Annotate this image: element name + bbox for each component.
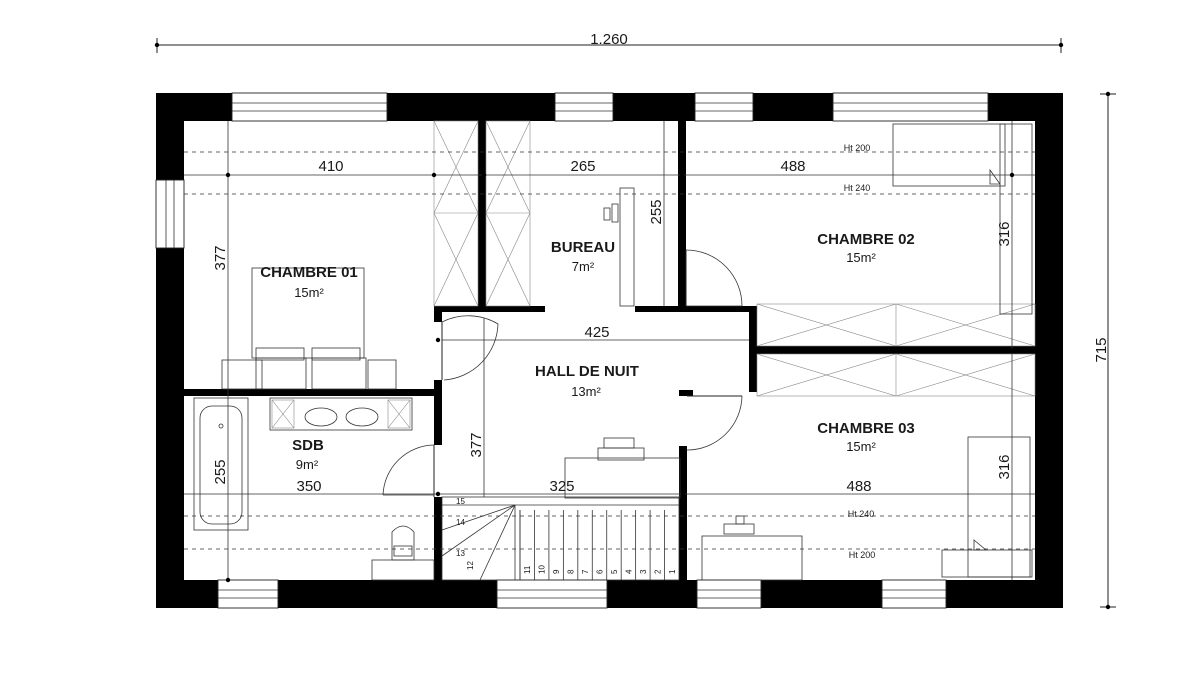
wardrobe-chambre02 <box>756 303 1036 347</box>
windows <box>155 92 989 609</box>
toilet <box>371 525 435 581</box>
stair-step-number: 7 <box>581 569 590 574</box>
room-chambre01: CHAMBRE 01 15m² <box>260 264 358 300</box>
room-hall: HALL DE NUIT 13m² <box>535 363 639 399</box>
room-area: 15m² <box>294 285 324 300</box>
overall-width-dimension: 1.260 <box>154 31 1064 53</box>
ht-top-240: Ht 240 <box>844 183 871 193</box>
dim-chambre01-depth: 377 <box>212 245 229 270</box>
wardrobe-chambre03 <box>756 353 1036 397</box>
doors <box>382 249 743 497</box>
stair-winder <box>441 504 516 531</box>
room-chambre02: CHAMBRE 02 15m² <box>817 231 915 265</box>
dim-bureau-depth: 255 <box>648 199 665 224</box>
stair-step-number: 4 <box>624 569 633 574</box>
overall-depth-dimension: 715 <box>1093 91 1116 610</box>
stair-step-number: 6 <box>596 569 605 574</box>
stair-step-number: 10 <box>538 565 547 574</box>
overall-depth-label: 715 <box>1093 337 1110 362</box>
desk-chambre03 <box>701 515 803 581</box>
stair-step-number: 5 <box>610 569 619 574</box>
desk-hall <box>564 437 681 499</box>
stair-winder <box>479 504 516 581</box>
dim-top-left: 410 <box>318 158 343 175</box>
stair-step-number: 9 <box>552 569 561 574</box>
room-area: 9m² <box>296 457 319 472</box>
room-area: 13m² <box>571 384 601 399</box>
room-name: CHAMBRE 02 <box>817 231 915 248</box>
dim-bottom-left: 350 <box>296 478 321 495</box>
stair-step-number: 11 <box>523 565 532 574</box>
dim-hall-width: 425 <box>584 324 609 341</box>
dim-top-right: 488 <box>780 158 805 175</box>
stair-step-number: 13 <box>456 549 465 558</box>
bed-chambre01 <box>221 267 397 390</box>
door-openings <box>434 250 746 497</box>
room-sdb: SDB 9m² <box>292 437 324 472</box>
room-bureau: BUREAU 7m² <box>551 239 615 274</box>
room-chambre03: CHAMBRE 03 15m² <box>817 420 915 454</box>
stair-step-number: 3 <box>639 569 648 574</box>
dimension-labels: 410 265 488 377 255 316 425 377 255 350 … <box>212 158 1013 495</box>
staircase <box>441 496 680 581</box>
stair-winder <box>441 504 516 557</box>
room-name: SDB <box>292 437 324 454</box>
ceiling-height-labels: Ht 200 Ht 240 Ht 240 Ht 200 <box>844 143 876 560</box>
dim-chambre02-depth: 316 <box>996 221 1013 246</box>
dim-sdb-depth: 255 <box>212 459 229 484</box>
dim-hall-depth: 377 <box>468 432 485 457</box>
wardrobe-bureau <box>485 120 531 307</box>
bed-chambre03 <box>941 436 1033 578</box>
room-area: 15m² <box>846 250 876 265</box>
room-name: BUREAU <box>551 239 615 256</box>
stair-step-number: 14 <box>456 518 465 527</box>
room-area: 15m² <box>846 439 876 454</box>
bathtub <box>193 397 249 531</box>
room-name: CHAMBRE 01 <box>260 264 358 281</box>
dimension-lines <box>184 121 1035 583</box>
room-name: HALL DE NUIT <box>535 363 639 380</box>
stair-step-number: 1 <box>668 569 677 574</box>
bed-chambre02 <box>892 123 1033 315</box>
dim-top-mid: 265 <box>570 158 595 175</box>
dim-bottom-right: 488 <box>846 478 871 495</box>
ht-bottom-240: Ht 240 <box>848 509 875 519</box>
stair-step-number: 8 <box>567 569 576 574</box>
stair-step-number: 15 <box>456 497 465 506</box>
ht-top-200: Ht 200 <box>844 143 871 153</box>
double-vanity <box>269 397 413 431</box>
wardrobe-chambre01 <box>433 120 479 307</box>
overall-width-label: 1.260 <box>590 31 628 48</box>
desk-bureau <box>603 187 635 307</box>
dim-chambre03-depth: 316 <box>996 454 1013 479</box>
dim-bottom-mid: 325 <box>549 478 574 495</box>
stair-step-number: 12 <box>466 561 475 570</box>
ht-bottom-200: Ht 200 <box>849 550 876 560</box>
stair-step-number: 2 <box>653 569 662 574</box>
room-area: 7m² <box>572 259 595 274</box>
room-name: CHAMBRE 03 <box>817 420 915 437</box>
